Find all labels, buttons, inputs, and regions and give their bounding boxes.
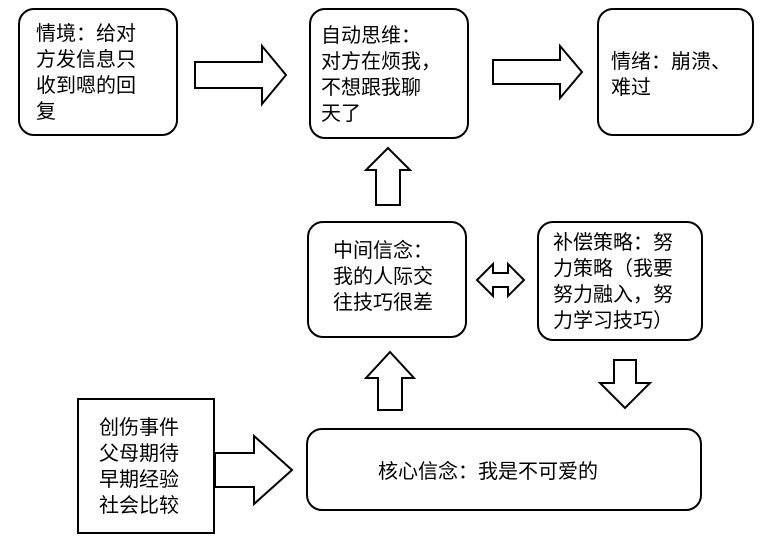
compensatory-strategy-text: 补偿策略：努 力策略（我要 努力融入，努 力学习技巧）: [553, 230, 673, 332]
compensatory-strategy-box: 补偿策略：努 力策略（我要 努力融入，努 力学习技巧）: [537, 221, 703, 341]
arrow-strategy-down: [597, 359, 653, 410]
arrow-belief-to-thought: [363, 146, 413, 206]
emotion-text: 情绪：崩溃、 难过: [611, 49, 731, 99]
situation-box: 情境：给对 方发信息只 收到嗯的回 复: [18, 8, 178, 136]
arrow-core-to-belief: [363, 350, 417, 411]
situation-text: 情境：给对 方发信息只 收到嗯的回 复: [36, 21, 136, 123]
core-belief-box: 核心信念：我是不可爱的: [306, 428, 702, 511]
core-belief-text: 核心信念：我是不可爱的: [378, 459, 598, 483]
emotion-box: 情绪：崩溃、 难过: [597, 8, 754, 136]
arrow-origins-to-core: [214, 433, 294, 507]
automatic-thought-text: 自动思维： 对方在烦我， 不想跟我聊 天了: [321, 23, 441, 125]
intermediate-belief-text: 中间信念： 我的人际交 往技巧很差: [333, 238, 433, 314]
origins-box: 创伤事件 父母期待 早期经验 社会比较: [77, 398, 215, 534]
arrow-situation-to-thought: [194, 43, 288, 107]
arrow-thought-to-emotion: [492, 43, 584, 101]
intermediate-belief-box: 中间信念： 我的人际交 往技巧很差: [307, 221, 467, 338]
arrow-belief-strategy-bidirectional: [475, 261, 526, 299]
automatic-thought-box: 自动思维： 对方在烦我， 不想跟我聊 天了: [309, 8, 469, 139]
origins-text: 创伤事件 父母期待 早期经验 社会比较: [99, 415, 179, 517]
